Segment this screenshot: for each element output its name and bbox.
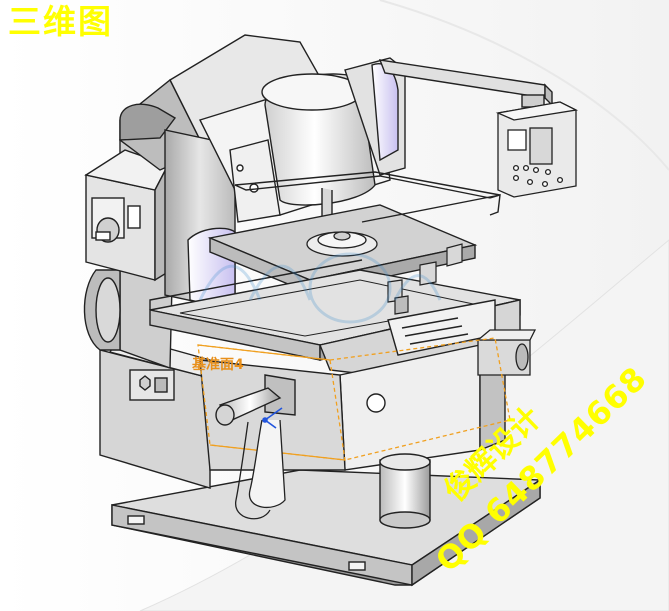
rotary-chuck (306, 231, 378, 257)
cnc-control-panel (495, 101, 579, 198)
coolant-hoses (235, 419, 286, 520)
spindle-head (199, 57, 406, 241)
watermark-logo (198, 252, 442, 324)
side-gearbox (84, 149, 169, 282)
right-motor (476, 329, 537, 376)
table-frame (149, 171, 501, 310)
support-cylinder (379, 453, 431, 529)
pendant-arm (378, 59, 553, 108)
base-plate (111, 469, 543, 587)
clamps (387, 243, 463, 315)
saddle (319, 299, 521, 471)
view-title: 三维图 (8, 2, 113, 41)
datum-plane-label[interactable]: 基准面4 (192, 357, 244, 373)
coordinate-triad (262, 407, 283, 429)
